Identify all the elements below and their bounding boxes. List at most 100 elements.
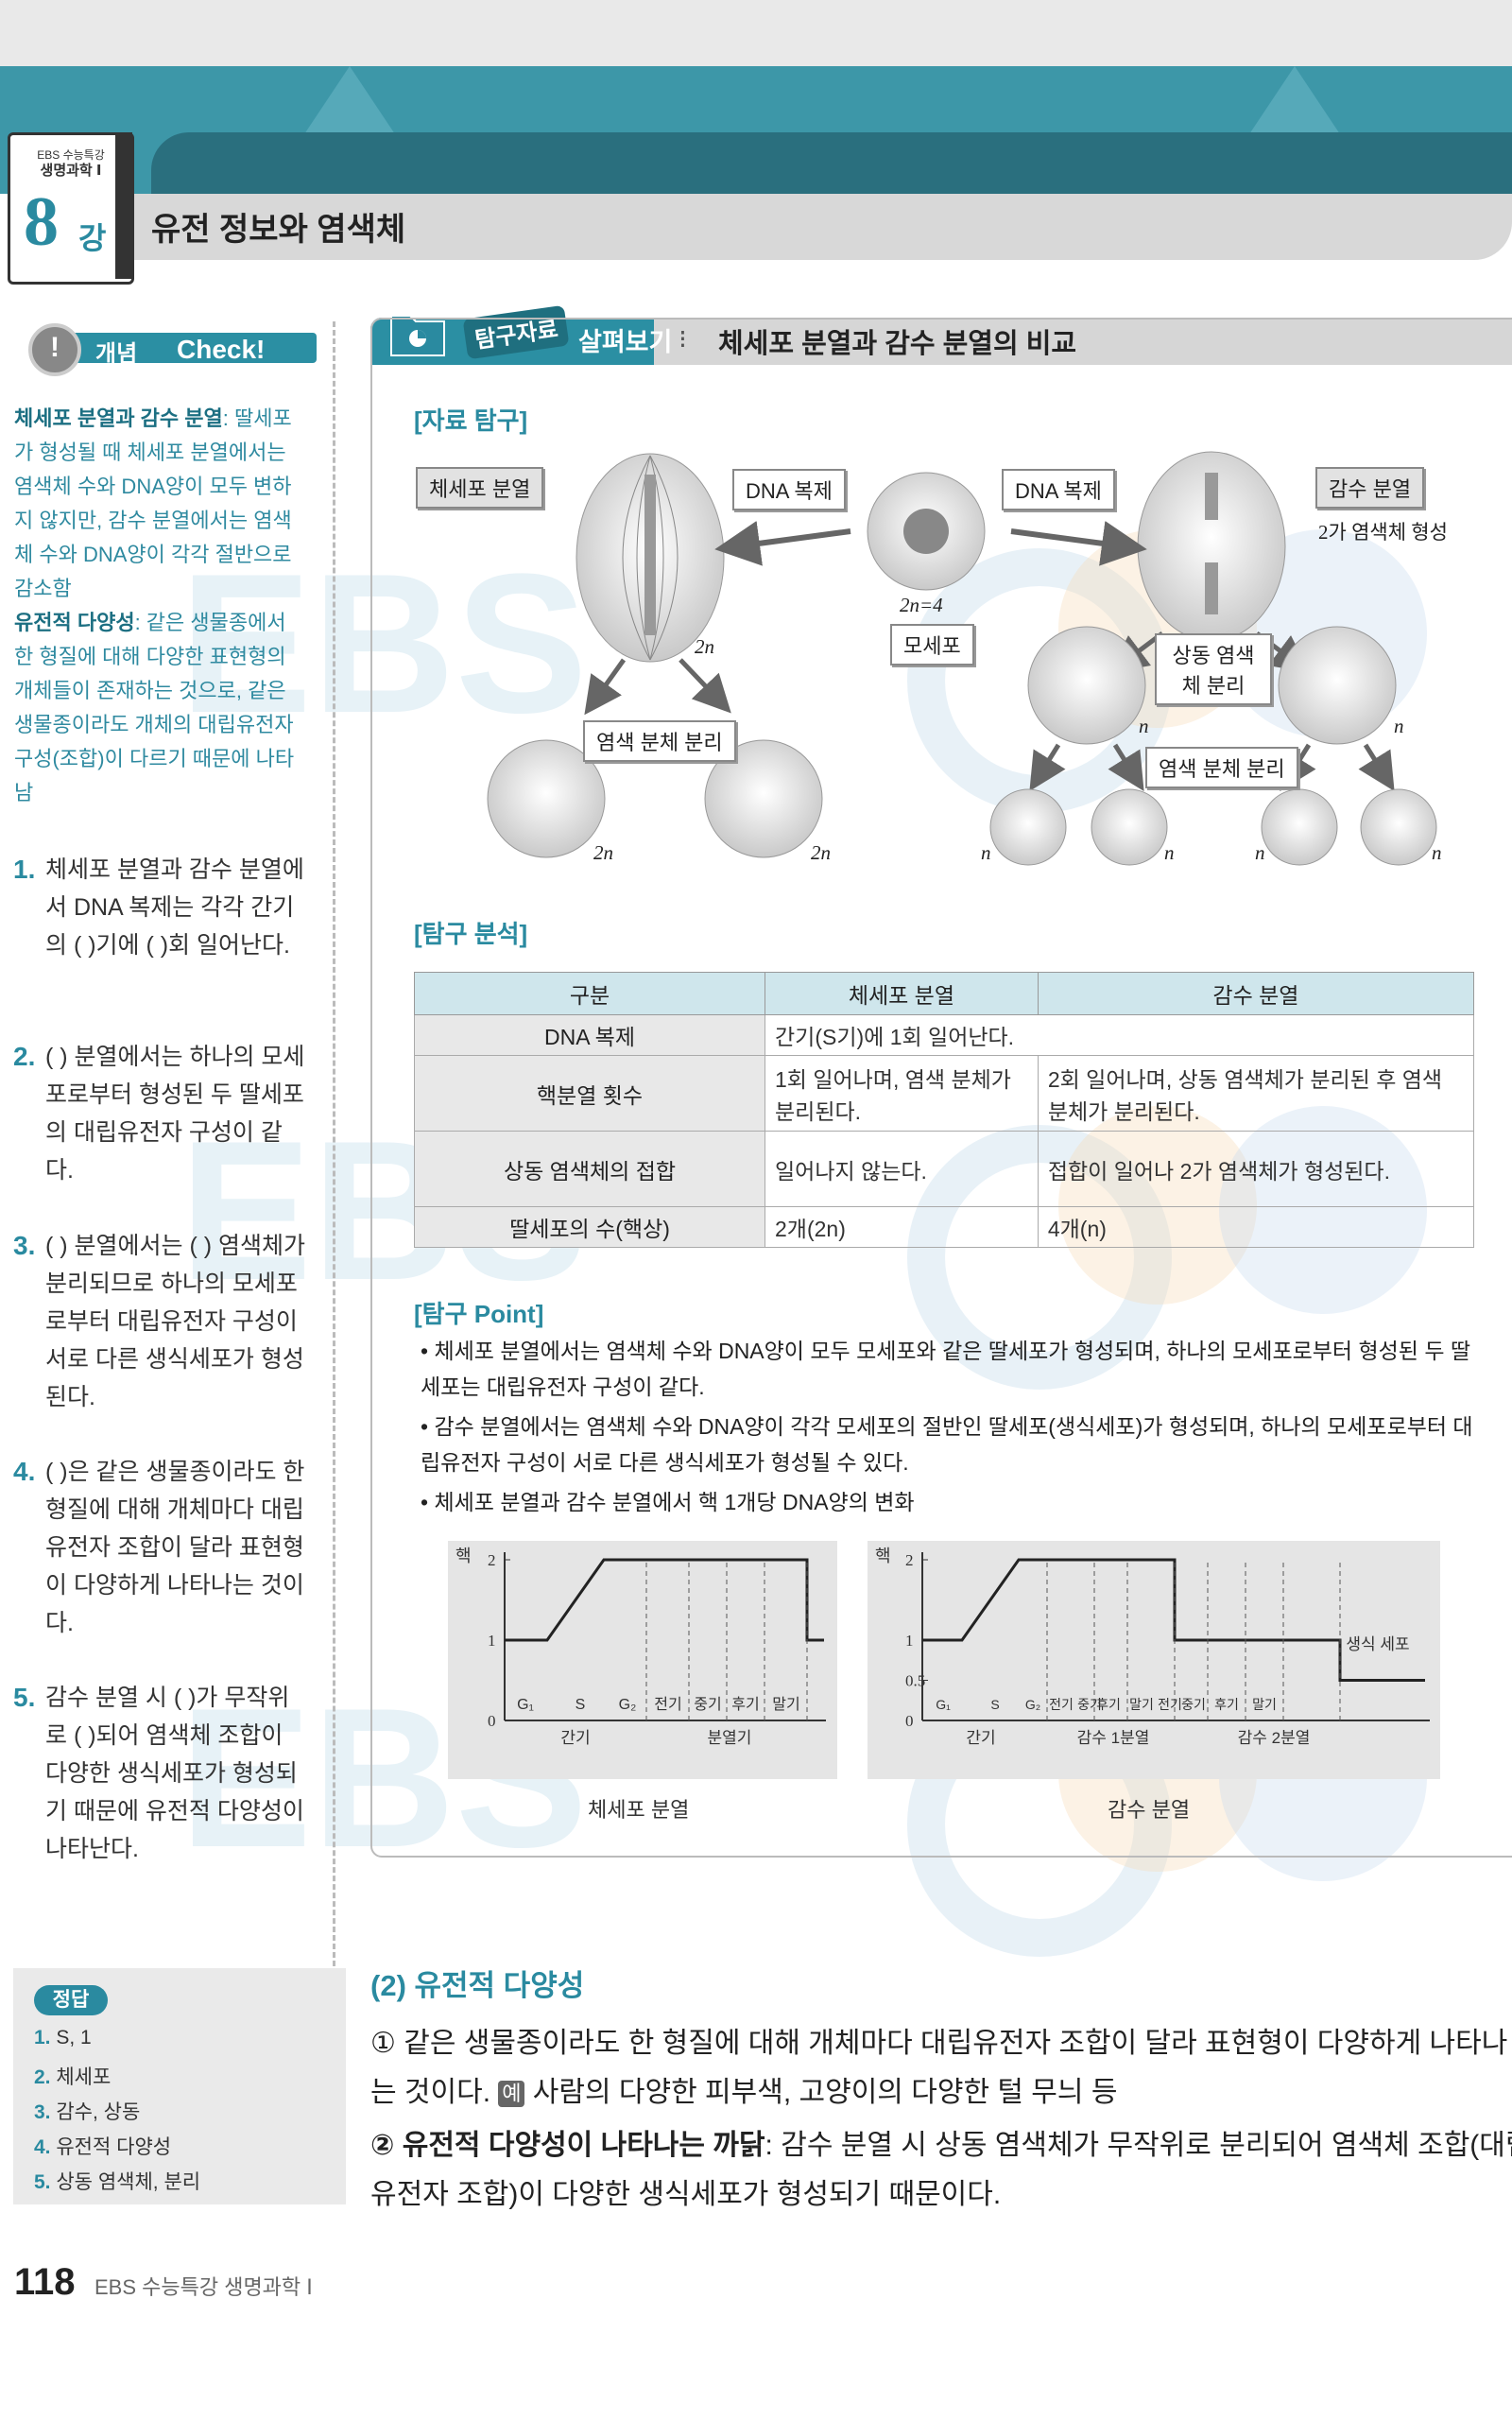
chromatid-separation-left: 염색 분체 분리 [583,720,736,762]
table-row: 상동 염색체의 접합 일어나지 않는다. 접합이 일어나 2가 염색체가 형성된… [414,1131,1475,1207]
tick-label: 1 [905,1632,914,1650]
table-cell: 2개(2n) [765,1206,1039,1248]
mitosis-label: 체세포 분열 [416,467,544,509]
question-text: ( )은 같은 생물종이라도 한 형질에 대해 개체마다 대립유전자 조합이 달… [45,1459,305,1636]
ploidy-2n: 2n [811,841,831,864]
meiosis-i-cell [1027,626,1146,745]
graph-meiosis-bg [868,1541,1440,1779]
section-data-head: [자료 탐구] [414,406,528,435]
phase-label: 말기 [772,1696,799,1713]
question-text: ( ) 분열에서는 ( ) 염색체가 분리되므로 하나의 모세포로부터 대립유전… [45,1233,306,1410]
alert-icon: ! [28,323,81,376]
folder-icon [390,315,445,356]
section-2-title: (2) 유전적 다양성 [370,1969,585,2002]
title-band-dark [151,132,1512,195]
chromosome [644,475,656,635]
chapter-badge: EBS 수능특강 생명과학 Ⅰ 8 강 [8,132,134,285]
paragraph-1: ① 같은 생물종이라도 한 형질에 대해 개체마다 대립유전자 조합이 달라 표… [370,2028,1508,2108]
badge-series: EBS 수능특강 [37,148,105,162]
answer-box: 정답 1. S, 1 2. 체세포 3. 감수, 상동 4. 유전적 다양성 5… [13,1968,346,2204]
ploidy-n: n [981,841,991,864]
table-row: 딸세포의 수(핵상) 2개(2n) 4개(n) [414,1206,1475,1248]
dna-amount-line [505,1558,824,1642]
graph-caption: 체세포 분열 [588,1798,690,1822]
question-number: 1. [13,855,36,884]
group-label: 분열기 [708,1729,752,1747]
phase-label: 후기 [1214,1697,1239,1712]
table-cell: 간기(S기)에 1회 일어난다. [765,1014,1474,1056]
phase-label: 전기 [654,1696,681,1713]
y-axis-label: 핵 [455,1547,472,1565]
tick-label: 2 [905,1551,914,1569]
phase-label: 전기 [1049,1697,1074,1712]
ploidy-n: n [1394,715,1404,737]
table-header: 구분 [414,972,765,1015]
ebs-watermark: EBS [180,532,588,754]
concept-term-1: 체세포 분열과 감수 분열 [14,406,223,430]
page-number: 118 [14,2261,76,2303]
paragraph-2: ② 유전적 다양성이 나타나는 까닭: 감수 분열 시 상동 염색체가 무작위로… [370,2121,1512,2220]
concept-term-2: 유전적 다양성 [14,611,135,634]
phase-label: 말기 [1129,1697,1154,1712]
dna-replication-right: DNA 복제 [1002,469,1115,510]
tick-label: 1 [488,1632,496,1650]
group-label: 감수 1분열 [1077,1729,1150,1747]
paragraph-2-term: ② 유전적 다양성이 나타나는 까닭 [370,2130,765,2161]
phase-label: G₂ [619,1697,637,1713]
chapter-title: 유전 정보와 염색체 [151,212,406,248]
concept-pill [43,333,317,363]
table-header-row: 구분 체세포 분열 감수 분열 [414,972,1475,1015]
group-label: 간기 [560,1729,590,1747]
table-row: 핵분열 횟수 1회 일어나며, 염색 분체가 분리된다. 2회 일어나며, 상동… [414,1055,1475,1132]
meiosis-i-cell [1278,626,1397,745]
answer-item: 5. 상동 염색체, 분리 [34,2171,201,2193]
mitosis-daughter-cell [487,739,606,858]
concept-desc-2: : 같은 생물종에서 한 형질에 대해 다양한 표현형의 개체들이 존재하는 것… [14,611,295,804]
answer-item: 4. 유전적 다양성 [34,2136,172,2158]
cell-division-diagram [487,451,1437,866]
answer-item: 3. 감수, 상동 [34,2101,141,2123]
tick-label: 0 [905,1712,914,1730]
ploidy-n: n [1139,715,1149,737]
question-number: 4. [13,1457,36,1486]
phase-label: S [576,1697,586,1713]
question-text: 체세포 분열과 감수 분열에서 DNA 복제는 각각 간기의 ( )기에 ( )… [45,856,304,959]
row-label: DNA 복제 [414,1014,765,1056]
phase-label: G₁ [936,1697,951,1712]
tetrad-label: 2가 염색체 형성 [1318,521,1448,544]
group-label: 감수 2분열 [1238,1729,1311,1747]
answer-item: 1. S, 1 [34,2027,92,2048]
top-margin [0,0,1512,66]
chapter-unit: 강 [78,221,107,255]
section-point-head: [탐구 Point] [414,1300,544,1328]
ploidy-2n: 2n [695,635,714,658]
question-text: ( ) 분열에서는 하나의 모세포로부터 형성된 두 딸세포의 대립유전자 구성… [45,1044,305,1184]
phase-label: 중기 [1077,1697,1102,1712]
example-text: 사람의 다양한 피부색, 고양이의 다양한 털 무늬 등 [532,2077,1118,2108]
concept-label: 개념 [95,341,138,367]
table-header: 체세포 분열 [765,972,1039,1015]
question-number: 5. [13,1683,36,1712]
ploidy-n: n [1164,841,1175,864]
tick-label: 0 [488,1712,496,1730]
concept-text: 체세포 분열과 감수 분열: 딸세포가 형성될 때 체세포 분열에서는 염색체 … [14,402,302,810]
answer-item: 2. 체세포 [34,2066,112,2088]
question-1: 1. 체세포 분열과 감수 분열에서 DNA 복제는 각각 간기의 ( )기에 … [13,851,306,964]
ploidy-2n: 2n [593,841,613,864]
nucleus [903,509,949,554]
row-label: 상동 염색체의 접합 [414,1131,765,1207]
homolog-separation-label: 상동 염색체 분리 [1155,633,1272,705]
paragraph-2-text: : 감수 분열 시 상동 염색체가 무작위로 분리되어 염색체 조합(대립유전자… [370,2130,1512,2210]
inquiry-title: 체세포 분열과 감수 분열의 비교 [718,329,1077,359]
meiosis-label: 감수 분열 [1315,467,1425,509]
chromatid-separation-right: 염색 분체 분리 [1145,747,1298,788]
table-header: 감수 분열 [1037,972,1475,1015]
table-cell: 2회 일어나며, 상동 염색체가 분리된 후 염색 분체가 분리된다. [1037,1055,1475,1132]
chapter-number: 8 [24,183,59,261]
y-axis-label: 핵 [875,1547,891,1565]
inquiry-box [370,318,1512,1858]
table-cell: 4개(n) [1037,1206,1475,1248]
point-bullet: • 체세포 분열과 감수 분열에서 핵 1개당 DNA양의 변화 [421,1490,915,1514]
